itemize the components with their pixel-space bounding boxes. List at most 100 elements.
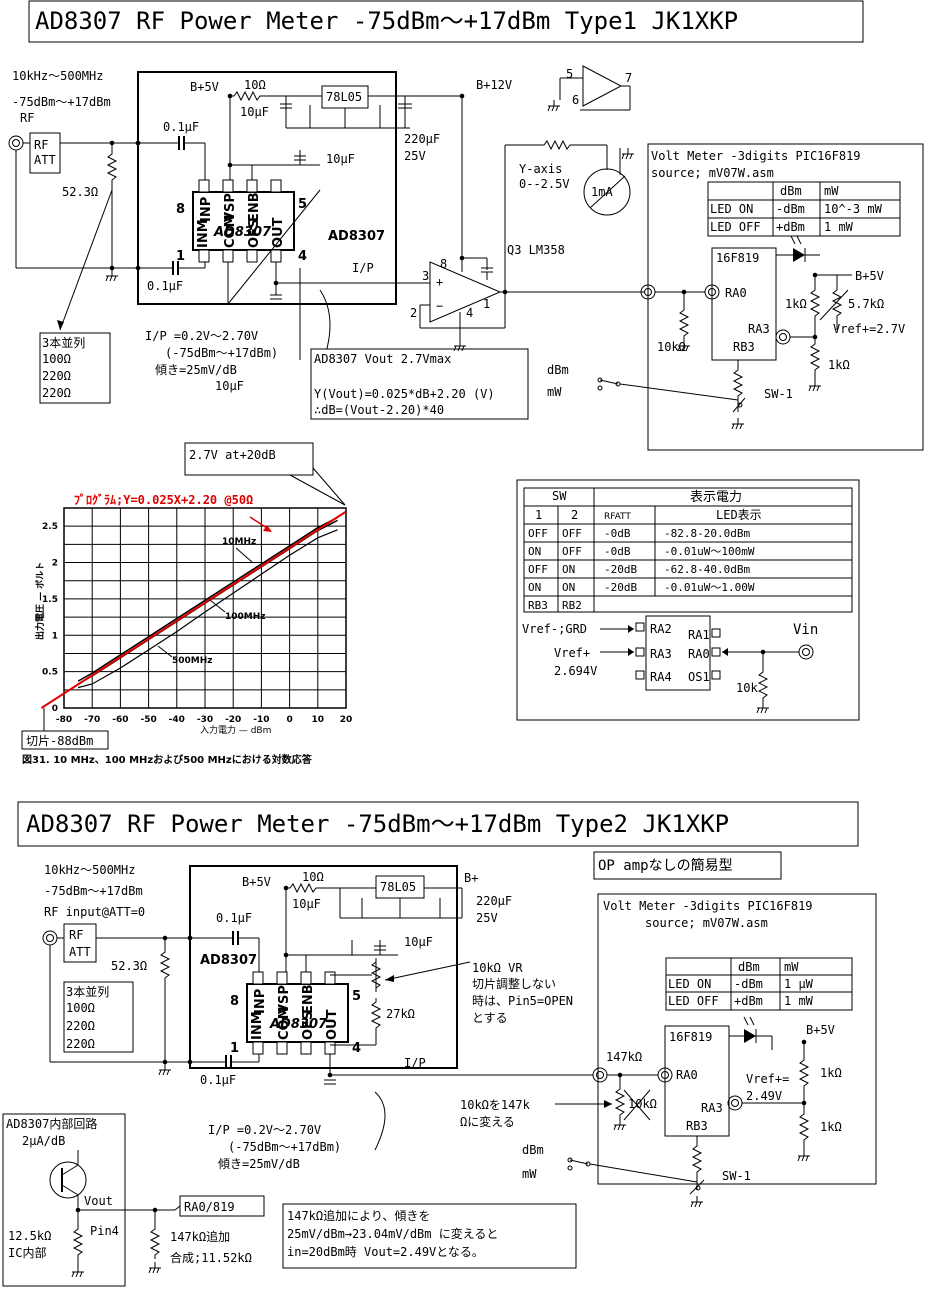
type2-pin-vsp: VSP [277,985,292,1014]
type2-c220: 220μF [476,894,512,908]
type2-led-head-dbm: dBm [738,960,760,974]
type2-ra0: RA0 [676,1068,698,1082]
sw-table-cell: OFF [562,527,582,540]
sw-sub-led: LED表示 [716,508,762,522]
type2-simple-box [593,851,782,880]
sw-table-cell: -0dB [604,545,631,558]
type1-r1k-a: 1kΩ [785,297,807,311]
type2-change-note-1: Ωに変える [460,1114,515,1129]
type1-pin-inm: INM [196,219,211,248]
type1-range: -75dBm～+17dBm [12,95,111,109]
vref-voltage: 2.694V [554,664,597,678]
type2-led-off: LED OFF [668,994,719,1008]
type2-vref-v: 2.49V [746,1089,782,1103]
chart-xtick-label: 0 [286,715,292,725]
type1-att-rf: RF [34,138,48,152]
type2-parallel-title: 3本並列 [66,985,109,999]
type1-dbm: dBm [547,363,569,377]
type2-vref: Vref+= [746,1072,789,1086]
type1-spare-opamp [582,65,623,107]
type1-led-on: LED ON [710,202,753,216]
type1-parallel-r2: 220Ω [42,369,71,383]
type1-freq: 10kHz～500MHz [12,69,103,83]
type1-sw1[interactable]: SW-1 [764,387,793,401]
type2-led-head-mw: mW [784,960,799,974]
type2-chip-name: AD8307 [269,1017,328,1032]
type2-combined: 合成;11.52kΩ [170,1250,252,1265]
svg-text:−: − [436,299,443,313]
type1-led-off-dbm: +dBm [776,220,805,234]
type1-pic16f819 [711,247,777,361]
chart-caption: 図31. 10 MHz、100 MHzおよび500 MHzにおける対数応答 [22,753,313,766]
chart-series-500mhz: 500MHz [172,656,213,666]
type1-vm-src: source; mV07W.asm [651,166,774,180]
type1-c10c: 10μF [215,379,244,393]
type1-title-box [28,0,864,43]
type2-simple: OP ampなしの簡易型 [598,858,733,874]
type2-parallel-r3: 220Ω [66,1037,95,1051]
sw-table-cell: OFF [528,563,548,576]
type1-led-table: dBm mW LED ON -dBm 10^-3 mW LED OFF +dBm… [707,181,901,237]
type2-rb3: RB3 [686,1119,708,1133]
type1-att-att: ATT [34,153,56,167]
type2-r10 [285,883,321,893]
type2-ip-range: (-75dBm～+17dBm) [228,1140,341,1154]
type1-r10-label: 10Ω [244,78,266,92]
type1-spare-pin6: 6 [572,93,579,107]
chart-xtick-label: 10 [312,715,325,725]
sw-table-cell: OFF [528,527,548,540]
pin-ra2: RA2 [650,622,672,636]
type1-schematic: AD8307 RF Power Meter -75dBm～+17dBm Type… [8,0,924,451]
type2-vr-note-2: 時は、Pin5=OPEN [472,994,573,1008]
type1-r1k-b: 1kΩ [828,358,850,372]
type2-ip: I/P [404,1056,426,1070]
type2-pin4: 4 [352,1041,361,1056]
type2-bplus: B+ [464,871,478,885]
sw-table-cell: -20dB [604,581,637,594]
type2-pin-inm: INM [250,1011,265,1040]
type2-att-att: ATT [69,945,91,959]
chart-series-10mhz: 10MHz [222,537,256,547]
chart-ytick-label: 2.5 [42,522,58,532]
chart-annotation-bottom: 切片-88dBm [26,734,93,748]
sw-table-cell: -0dB [604,527,631,540]
type2-mw: mW [522,1167,537,1181]
type2-parallel-r2: 220Ω [66,1019,95,1033]
type1-led-off-mw: 1 mW [824,220,854,234]
type1-rf-connector [8,135,24,151]
type2-r1k-a: 1kΩ [820,1066,842,1080]
type1-ra3: RA3 [748,322,770,336]
pin-os1: OS1 [688,670,710,684]
type1-pin-com: COM [223,214,238,248]
chart-ytick-label: 1 [52,631,58,641]
type2-sw1[interactable]: SW-1 [722,1169,751,1183]
type1-meter-label: 1mA [591,185,613,199]
type2-led [744,1029,756,1043]
vref-grd: Vref-;GRD [522,622,587,636]
type2-ra3: RA3 [701,1101,723,1115]
type2-range: -75dBm～+17dBm [44,884,143,898]
type1-vout-eq: Y(Vout)=0.025*dB+2.20 (V) [314,387,495,401]
sw-table-cell: ON [562,581,575,594]
type1-b5v: B+5V [855,269,884,283]
type2-b5v: B+5V [806,1023,835,1037]
type2-note-0: 147kΩ追加により、傾きを [287,1208,430,1223]
type1-reg-label: 78L05 [326,90,362,104]
chart-xtick-label: -30 [197,715,213,725]
type2-transistor [49,1161,87,1199]
type2-internal-box [2,1113,126,1287]
type1-op-pin3: 3 [422,269,429,283]
type1-parallel-title: 3本並列 [42,336,85,350]
type2-r1k-b: 1kΩ [820,1120,842,1134]
pin-ra3: RA3 [650,647,672,661]
sw-table-cell: -0.01uW～100mW [664,545,755,558]
chart-series-100mhz: 100MHz [225,612,266,622]
vin-r10k: 10k [736,681,758,695]
type2-vm-src: source; mV07W.asm [645,916,768,930]
type1-ra0: RA0 [725,286,747,300]
type1-led [793,248,805,262]
chart-ylabel: 出力電圧 — ボルト [34,562,46,640]
type1-pin-out: OUT [271,217,286,248]
type1-opamp-name: Q3 LM358 [507,243,565,257]
